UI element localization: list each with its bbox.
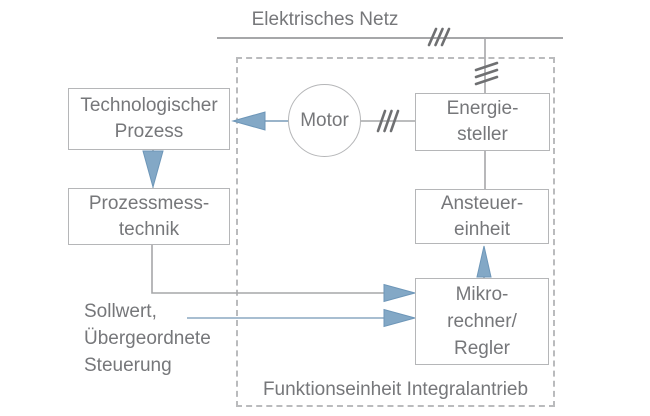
motor-to-process-arrowhead-icon xyxy=(231,111,266,131)
mikrorechner-to-ansteuereinheit-arrowhead-icon xyxy=(476,245,492,278)
setpoint-supervisory-label: Sollwert, Übergeordnete Steuerung xyxy=(84,301,211,376)
measurement-feedback-wire xyxy=(151,245,384,294)
three-phase-marker-drop-icon xyxy=(474,61,499,86)
mains-grid-label: Elektrisches Netz xyxy=(251,9,399,30)
three-phase-marker-motor-icon xyxy=(376,109,400,133)
node-energiesteller: Energie- steller xyxy=(415,93,550,151)
three-phase-marker-mains-icon xyxy=(427,27,451,47)
node-mikrorechner-regler: Mikro- rechner/ Regler xyxy=(415,278,549,365)
node-prozessmesstechnik: Prozessmess- technik xyxy=(68,188,230,245)
integralantrieb-boundary-box xyxy=(236,57,555,407)
node-motor: Motor xyxy=(288,84,361,157)
node-ansteuereinheit: Ansteuer- einheit xyxy=(415,189,549,244)
setpoint-input-arrowhead-icon xyxy=(383,308,417,328)
node-technologischer-prozess: Technologischer Prozess xyxy=(68,88,230,150)
process-to-measurement-arrowhead-icon xyxy=(142,150,164,189)
measurement-feedback-arrowhead-icon xyxy=(383,283,417,303)
integralantrieb-unit-label: Funktionseinheit Integralantrieb xyxy=(262,379,529,400)
